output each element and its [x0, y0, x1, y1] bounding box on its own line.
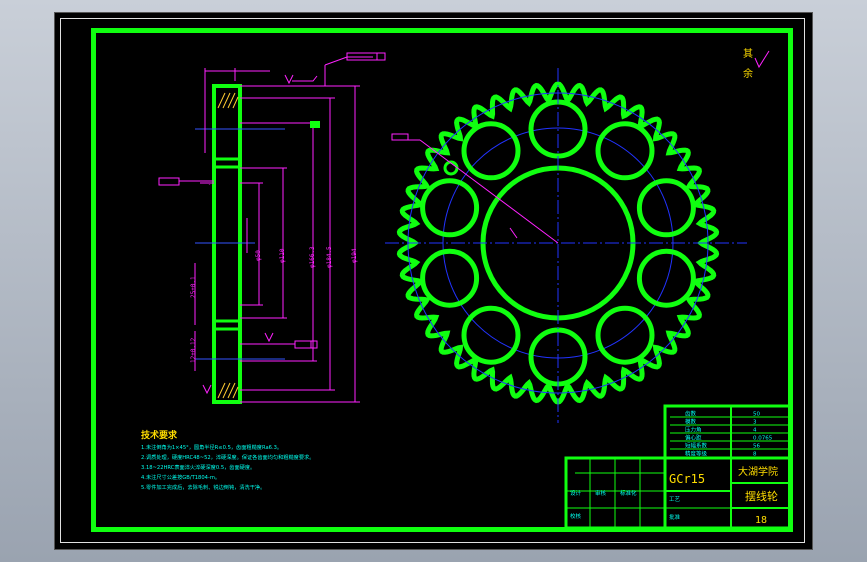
corner-mark-text: 其余	[743, 48, 753, 80]
signature-row-label: 批准	[669, 513, 681, 521]
param-value: 50	[753, 412, 760, 418]
svg-text:25±0.1: 25±0.1	[190, 276, 197, 298]
signature-row-label: 工艺	[669, 496, 681, 503]
param-value: 3	[753, 420, 757, 426]
lightening-hole	[461, 121, 521, 181]
svg-text:12+0.12: 12+0.12	[190, 337, 197, 363]
svg-text:-: -	[208, 182, 211, 188]
lightening-hole	[420, 248, 480, 308]
param-label: 齿数	[685, 410, 697, 418]
tech-req-line: 1.未注倒角为1×45°，圆角半径R≤0.5，齿面粗糙度Ra6.3。	[141, 443, 282, 451]
drawing-inner-border	[91, 28, 793, 532]
signature-row-label: 校核	[570, 512, 582, 520]
sheet-number: 18	[755, 515, 767, 526]
tech-req-line: 2.调质处理，硬度HRC48~52，淬硬深度。保证各齿面均匀和粗糙度要求。	[141, 453, 314, 461]
svg-text:φ166.3: φ166.3	[309, 246, 316, 268]
side-dimensions: - 25±0.1 12+0.12 φ50 φ110 φ166.3 φ184.5 …	[158, 52, 386, 403]
lightening-hole	[595, 305, 655, 365]
section-hatch	[217, 92, 239, 399]
param-value: 4	[753, 428, 757, 434]
param-label: 模数	[685, 418, 697, 426]
signature-row-label: 设计	[570, 489, 582, 497]
lightening-hole	[461, 305, 521, 365]
tech-req-line: 4.未注尺寸公差按GB/T1804-m。	[141, 473, 220, 481]
technical-requirements: 技术要求 1.未注倒角为1×45°，圆角半径R≤0.5，齿面粗糙度Ra6.3。 2…	[141, 429, 314, 491]
param-label: 短幅系数	[685, 442, 708, 450]
svg-text:φ110: φ110	[279, 248, 286, 263]
side-view: - 25±0.1 12+0.12 φ50 φ110 φ166.3 φ184.5 …	[158, 52, 386, 404]
param-value: 56	[753, 444, 760, 450]
svg-text:φ50: φ50	[255, 250, 262, 261]
param-label: 偏心距	[685, 434, 702, 442]
pin-hole	[443, 160, 459, 176]
param-label: 精度等级	[685, 450, 708, 458]
lightening-hole	[636, 248, 696, 308]
svg-text:φ184.5: φ184.5	[326, 246, 333, 268]
cad-viewport[interactable]: - 25±0.1 12+0.12 φ50 φ110 φ166.3 φ184.5 …	[55, 13, 812, 549]
tech-req-line: 3.18~22HRC表面淬火淬硬深度0.5，齿面硬度。	[141, 463, 255, 471]
title-block	[564, 404, 792, 530]
lightening-hole	[636, 178, 696, 238]
signature-row-label: 审核	[595, 489, 607, 497]
part-name: 摆线轮	[745, 489, 778, 503]
param-label: 压力角	[685, 426, 702, 434]
lightening-hole	[595, 121, 655, 181]
signature-row-label: 标准化	[620, 489, 637, 497]
param-value: 8	[753, 452, 757, 458]
material-text: GCr15	[669, 472, 705, 486]
drawing-outer-border	[60, 18, 805, 543]
param-value: 0.0765	[753, 436, 773, 442]
lightening-hole	[420, 178, 480, 238]
svg-text:φ194: φ194	[351, 248, 358, 263]
tech-req-line: 5.零件加工完成后，去除毛刺、锐边倒钝，清洗干净。	[141, 483, 265, 491]
cad-drawing-canvas[interactable]: - 25±0.1 12+0.12 φ50 φ110 φ166.3 φ184.5 …	[55, 13, 812, 549]
tech-req-title: 技术要求	[141, 429, 178, 441]
school-name: 大湖学院	[738, 465, 778, 478]
side-view-outline	[212, 84, 242, 404]
sprocket-front-view	[385, 68, 747, 423]
corner-roughness-mark: 其余	[743, 48, 770, 80]
